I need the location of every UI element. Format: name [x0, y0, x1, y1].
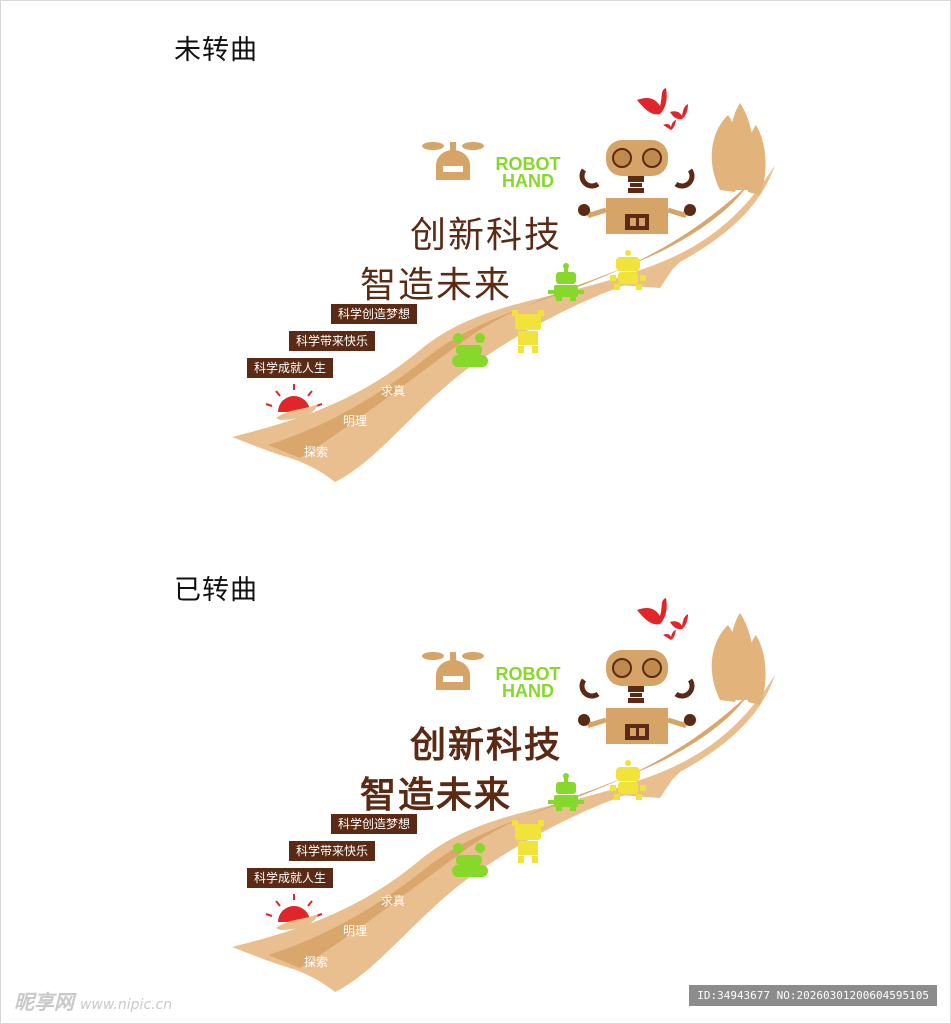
- title-line-2: 智造未来: [360, 775, 513, 816]
- tag-item: 科学带来快乐: [289, 331, 376, 351]
- tag-item: 科学成就人生: [247, 358, 334, 378]
- tag-item: 科学带来快乐: [289, 841, 376, 861]
- robot-hand-logo: ROBOT HAND: [490, 154, 566, 191]
- robot-logo-line1: ROBOT: [495, 664, 561, 684]
- robot-logo-line2: HAND: [502, 681, 554, 701]
- yellow-robot-bottom-icon: [512, 820, 544, 863]
- yellow-robot-bottom-icon: [512, 310, 544, 353]
- tag-item: 科学创造梦想: [331, 304, 418, 324]
- drone-icon: [422, 652, 484, 690]
- bird-icons: [637, 88, 688, 130]
- ribbon-stripe: [268, 695, 748, 968]
- watermark-url: www.nipic.cn: [80, 997, 173, 1013]
- watermark: 昵享网 www.nipic.cn: [14, 986, 172, 1015]
- ribbon-stripe: [268, 185, 748, 458]
- drone-icon: [422, 142, 484, 180]
- path-label: 求真: [381, 384, 406, 398]
- ribbon-artwork: [232, 598, 775, 992]
- yellow-robot-top-icon: [610, 760, 646, 800]
- ribbon-artwork: [232, 88, 775, 482]
- section-title-2: 已转曲: [174, 575, 258, 606]
- image-id-bar: ID:34943677 NO:20260301200604595105: [689, 985, 937, 1006]
- title-line-1: 创新科技: [410, 725, 563, 766]
- section-title-1: 未转曲: [174, 35, 258, 66]
- bird-icons: [637, 598, 688, 640]
- green-robot-icon: [548, 773, 584, 811]
- title-line-2: 智造未来: [360, 265, 513, 306]
- robot-logo-line1: ROBOT: [495, 154, 561, 174]
- tree-group: [711, 103, 766, 195]
- tree-group: [711, 613, 766, 705]
- title-line-1: 创新科技: [410, 215, 563, 256]
- tag-item: 科学创造梦想: [331, 814, 418, 834]
- robot-hand-logo: ROBOT HAND: [490, 664, 566, 701]
- path-label: 明理: [343, 414, 368, 428]
- big-robot-icon: [578, 140, 696, 234]
- green-frog-robot-icon: [452, 333, 488, 367]
- tag-item: 科学成就人生: [247, 868, 334, 888]
- artwork-panel-2: ROBOT HAND 创新科技 智造未来 科学创造梦想 科学带来快乐 科学成就人…: [0, 510, 951, 992]
- green-frog-robot-icon: [452, 843, 488, 877]
- yellow-robot-top-icon: [610, 250, 646, 290]
- path-label: 明理: [343, 924, 368, 938]
- robot-logo-line2: HAND: [502, 171, 554, 191]
- artwork-panel-1: ROBOT HAND 创新科技 智造未来 科学创造梦想 科学带来快乐 科学成就人…: [0, 0, 951, 482]
- green-robot-icon: [548, 263, 584, 301]
- watermark-site: 昵享网: [14, 990, 74, 1014]
- big-robot-icon: [578, 650, 696, 744]
- path-label: 探索: [304, 445, 329, 459]
- path-label: 求真: [381, 894, 406, 908]
- sun-icon: [265, 384, 323, 420]
- path-label: 探索: [304, 955, 329, 969]
- sun-icon: [265, 894, 323, 930]
